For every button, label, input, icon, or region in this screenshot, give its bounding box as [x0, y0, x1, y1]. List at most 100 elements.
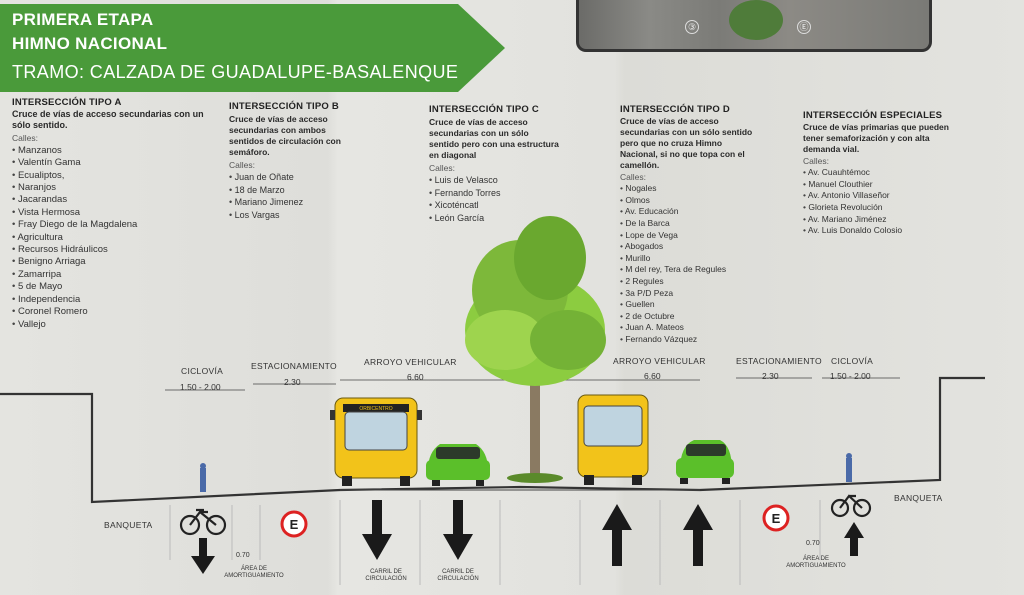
bus-left — [330, 397, 422, 486]
section-description: Cruce de vías de acceso secundarias con … — [429, 116, 559, 160]
street-item: Fray Diego de la Magdalena — [12, 219, 212, 231]
street-item: Agricultura — [12, 232, 212, 244]
inset-label-a: ③ — [685, 20, 699, 34]
street-item: 3a P/D Peza — [620, 288, 760, 300]
section-title: INTERSECCIÓN ESPECIALES — [803, 110, 943, 121]
street-item: 18 de Marzo — [229, 184, 349, 197]
inset-label-b: Ⓔ — [797, 20, 811, 34]
street-item: Jacarandas — [12, 194, 212, 206]
car-left — [426, 444, 490, 486]
street-item: Murillo — [620, 253, 760, 265]
street-item: 5 de Mayo — [12, 281, 212, 293]
street-item: Luis de Velasco — [429, 174, 559, 187]
street-item: Zamarripa — [12, 269, 212, 281]
arrow-up-icon — [602, 504, 632, 566]
calles-label: Calles: — [429, 162, 455, 173]
street-item: Juan de Oñate — [229, 171, 349, 184]
dim-amort-left: 0.70 — [236, 552, 250, 559]
parking-letter: E — [290, 517, 299, 532]
street-item: Mariano Jimenez — [229, 196, 349, 209]
street-item: 2 de Octubre — [620, 311, 760, 323]
street-item: Benigno Arriaga — [12, 256, 212, 268]
arrow-up-icon — [683, 504, 713, 566]
parking-letter: E — [772, 511, 781, 526]
banner-section: TRAMO: CALZADA DE GUADALUPE-BASALENQUE — [12, 62, 459, 82]
section-title: INTERSECCIÓN TIPO D — [620, 104, 730, 115]
street-list: ManzanosValentín GamaEcualiptos,Naranjos… — [12, 145, 212, 331]
label-ciclovia-left: CICLOVÍA — [181, 366, 224, 376]
street-item: Naranjos — [12, 182, 212, 194]
street-item: Fernando Vázquez — [620, 334, 760, 346]
street-item: Glorieta Revolución — [803, 202, 953, 214]
cyclist-right-icon — [846, 453, 852, 482]
bicycle-icon — [830, 494, 872, 518]
parking-sign-icon — [762, 504, 790, 532]
calles-label: Calles: — [12, 133, 38, 144]
section-especiales: INTERSECCIÓN ESPECIALES Cruce de vías pr… — [803, 110, 953, 237]
dim-ciclovia-left: 1.50 - 2.00 — [180, 382, 221, 392]
street-item: Juan A. Mateos — [620, 322, 760, 334]
banner-arrow-shape — [0, 4, 505, 92]
street-item: Av. Educación — [620, 206, 760, 218]
arrow-down-icon — [191, 538, 215, 574]
street-item: Manuel Clouthier — [803, 179, 953, 191]
calles-label: Calles: — [620, 171, 646, 182]
bicycle-icon — [179, 508, 227, 536]
median-tree — [465, 216, 606, 483]
aerial-inset-photo: ③ Ⓔ — [576, 0, 932, 52]
arrow-down-icon — [362, 500, 392, 560]
street-item: De la Barca — [620, 218, 760, 230]
street-item: Vista Hermosa — [12, 207, 212, 219]
label-estacionamiento-left: ESTACIONAMIENTO — [251, 361, 337, 371]
street-item: Av. Antonio Villaseñor — [803, 190, 953, 202]
section-description: Cruce de vías de acceso secundarias con … — [229, 113, 341, 157]
section-description: Cruce de vías de acceso secundarias con … — [12, 109, 204, 131]
calles-label: Calles: — [803, 155, 829, 166]
street-item: León García — [429, 212, 559, 225]
dim-arroyo-left: 6.60 — [407, 372, 424, 382]
arrow-up-icon — [844, 522, 864, 556]
bus-right — [577, 394, 649, 485]
dim-arroyo-right: 6.60 — [644, 371, 661, 381]
street-list: Juan de Oñate18 de MarzoMariano JimenezL… — [229, 171, 349, 221]
bus-sign-text: ORBICENTRO — [359, 406, 392, 412]
car-right — [676, 440, 734, 484]
section-title: INTERSECCIÓN TIPO C — [429, 104, 539, 115]
banner-avenue: HIMNO NACIONAL — [12, 34, 168, 53]
street-item: Av. Luis Donaldo Colosio — [803, 225, 953, 237]
street-item: Nogales — [620, 183, 760, 195]
section-description: Cruce de vías primarias que pueden tener… — [803, 121, 949, 154]
parking-sign-icon — [280, 510, 308, 538]
label-arroyo-right: ARROYO VEHICULAR — [613, 356, 706, 366]
label-ciclovia-right: CICLOVÍA — [831, 356, 874, 366]
street-item: Lope de Vega — [620, 230, 760, 242]
dim-estacionamiento-left: 2.30 — [284, 377, 301, 387]
street-list: Av. CuauhtémocManuel ClouthierAv. Antoni… — [803, 167, 953, 237]
section-tipo-d: INTERSECCIÓN TIPO D Cruce de vías de acc… — [620, 104, 760, 346]
banner-stage: PRIMERA ETAPA — [12, 10, 154, 29]
street-list: Luis de VelascoFernando TorresXicoténcat… — [429, 174, 559, 224]
street-item: Manzanos — [12, 145, 212, 157]
title-banner: PRIMERA ETAPA HIMNO NACIONAL TRAMO: CALZ… — [0, 4, 505, 92]
inset-tree — [729, 0, 783, 40]
lane-separators — [169, 500, 821, 585]
street-item: Xicoténcatl — [429, 199, 559, 212]
dim-ciclovia-right: 1.50 - 2.00 — [830, 371, 871, 381]
street-item: Coronel Romero — [12, 306, 212, 318]
street-item: Vallejo — [12, 319, 212, 331]
street-item: Guellen — [620, 299, 760, 311]
section-description: Cruce de vías de acceso secundarias con … — [620, 115, 753, 170]
cyclist-left-icon — [200, 463, 206, 492]
section-title: INTERSECCIÓN TIPO A — [12, 97, 122, 108]
section-title: INTERSECCIÓN TIPO B — [229, 101, 339, 112]
section-tipo-a: INTERSECCIÓN TIPO A Cruce de vías de acc… — [12, 97, 212, 331]
section-tipo-b: INTERSECCIÓN TIPO B Cruce de vías de acc… — [229, 101, 349, 222]
street-item: Av. Mariano Jiménez — [803, 214, 953, 226]
section-tipo-c: INTERSECCIÓN TIPO C Cruce de vías de acc… — [429, 104, 559, 225]
dim-estacionamiento-right: 2.30 — [762, 371, 779, 381]
ground-profile-line — [0, 376, 985, 504]
label-amort-right: ÁREA DE AMORTIGUAMIENTO — [786, 556, 846, 569]
street-item: Ecualiptos, — [12, 170, 212, 182]
